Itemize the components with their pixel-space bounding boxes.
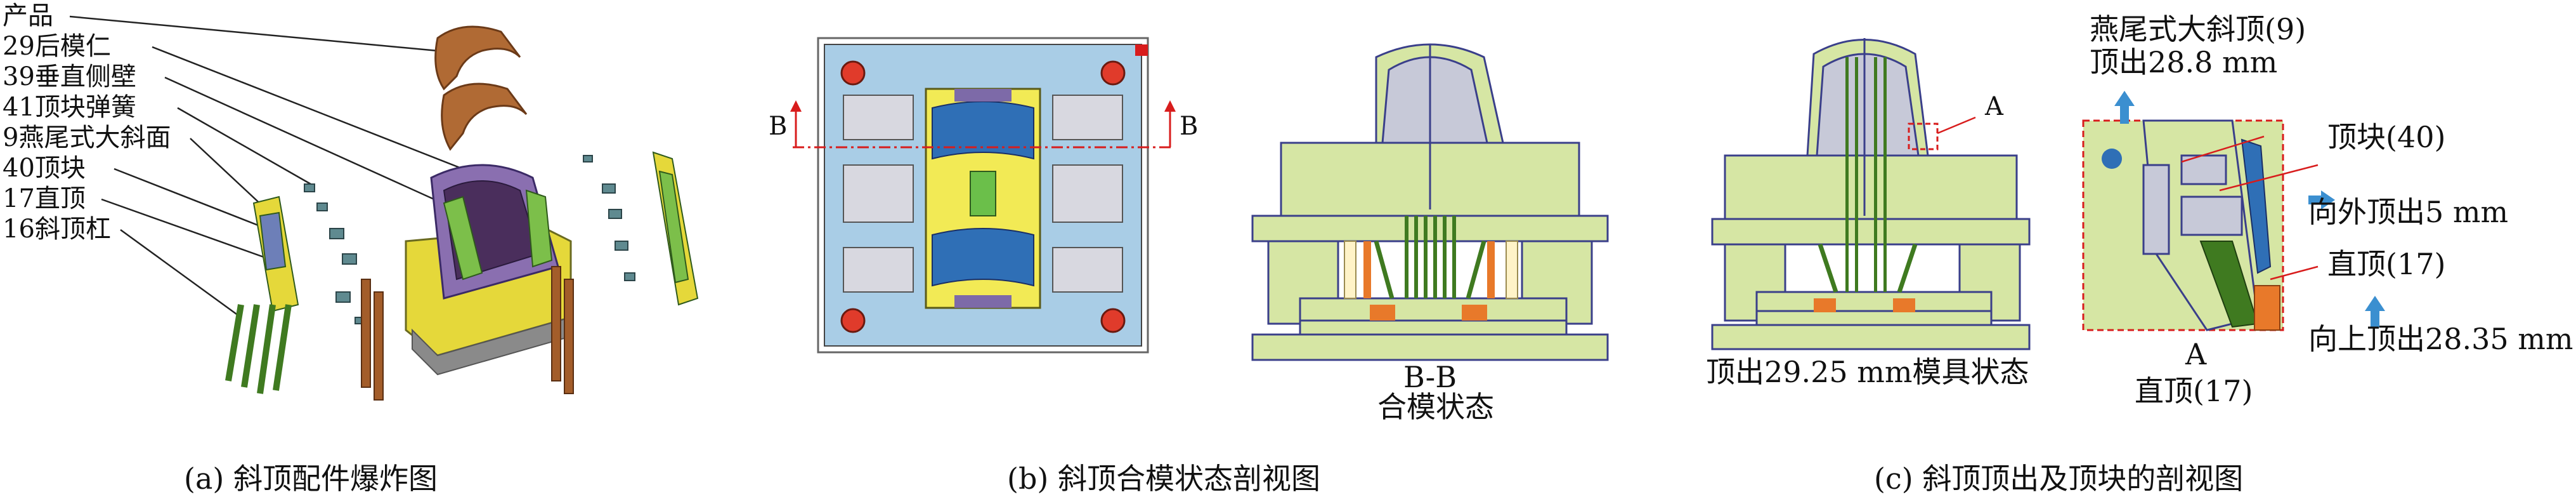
- label-lifter-rod: 16斜顶杠: [3, 215, 111, 244]
- section-marker-left: B: [769, 112, 788, 141]
- caption-c: (c) 斜顶顶出及顶块的剖视图: [1874, 461, 2244, 496]
- caption-a: (a) 斜顶配件爆炸图: [184, 461, 438, 496]
- section-marker-right: B: [1180, 112, 1199, 141]
- straight-lifter-label: 直顶(17): [2327, 247, 2446, 281]
- label-product: 产品: [3, 1, 53, 30]
- dovetail-lifter-label: 燕尾式大斜顶(9): [2090, 12, 2306, 46]
- label-dovetail-slope: 9燕尾式大斜面: [3, 123, 171, 152]
- block-eject-label: 向外顶出5 mm: [2308, 195, 2509, 229]
- section-title: B-B: [1403, 360, 1457, 394]
- label-straight-lifter: 17直顶: [3, 184, 86, 213]
- label-ejector-block: 40顶块: [3, 154, 86, 183]
- detail-subtitle: 直顶(17): [2135, 374, 2253, 408]
- detail-title: A: [2185, 337, 2207, 371]
- caption-b: (b) 斜顶合模状态剖视图: [1007, 461, 1320, 496]
- label-vertical-sidewall: 39垂直侧壁: [3, 62, 136, 91]
- mold-state-label: 顶出29.25 mm模具状态: [1706, 355, 2029, 389]
- label-block-spring: 41顶块弹簧: [3, 93, 136, 122]
- exploded-view-drawing: [69, 15, 699, 401]
- label-rear-core: 29后模仁: [3, 32, 111, 61]
- section-subtitle: 合模状态: [1377, 390, 1494, 424]
- ejector-block-label: 顶块(40): [2327, 120, 2446, 154]
- straight-eject-label: 向上顶出28.35 mm: [2308, 322, 2573, 356]
- dovetail-eject-label: 顶出28.8 mm: [2090, 45, 2278, 79]
- marker-a: A: [1985, 92, 2003, 121]
